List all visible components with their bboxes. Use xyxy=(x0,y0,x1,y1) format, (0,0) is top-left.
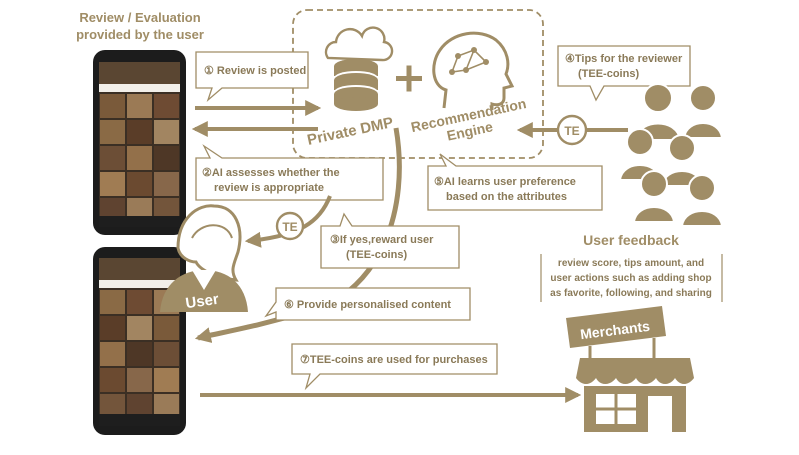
step-1-text: ① Review is posted xyxy=(204,65,306,77)
step-7-text: ⑦TEE-coins are used for purchases xyxy=(300,354,488,366)
tee-coin-icon: TE xyxy=(275,211,305,241)
callout-step-7: ⑦TEE-coins are used for purchases xyxy=(291,343,498,391)
user-label: User xyxy=(185,291,221,312)
callout-step-3: ③If yes,reward user (TEE-coins) xyxy=(320,212,460,269)
private-dmp-label: Private DMP xyxy=(306,114,395,149)
user-icon: User xyxy=(160,204,248,312)
user-feedback-title: User feedback xyxy=(583,232,679,248)
user-feedback-box: review score, tips amount, and user acti… xyxy=(540,254,723,302)
step-5-text-line-1: ⑤AI learns user preference xyxy=(434,176,576,188)
callout-step-2: ②AI assesses whether the review is appro… xyxy=(195,144,384,201)
coin-symbol-1: TE xyxy=(282,220,297,234)
phone-bottom xyxy=(93,247,186,435)
cloud-database-icon xyxy=(324,26,394,111)
feedback-line-3: as favorite, following, and sharing xyxy=(550,288,712,299)
step-2-text-line-1: ②AI assesses whether the xyxy=(202,167,340,179)
step-6-text: ⑥ Provide personalised content xyxy=(284,299,451,311)
feedback-line-1: review score, tips amount, and xyxy=(558,258,704,269)
callout-step-6: ⑥ Provide personalised content xyxy=(264,287,471,321)
coin-symbol-2: TE xyxy=(564,124,579,138)
step-4-text-line-1: ④Tips for the reviewer xyxy=(565,53,683,65)
step-5-text-line-2: based on the attributes xyxy=(446,191,567,203)
dmp-dashed-box xyxy=(292,9,544,159)
arrow-reward-user xyxy=(244,195,332,248)
step-4-text-line-2: (TEE-coins) xyxy=(578,68,639,80)
phone-top xyxy=(93,50,186,235)
tee-coin-icon-2: TE xyxy=(556,114,588,146)
header-line-2: provided by the user xyxy=(76,27,204,42)
feedback-line-2: user actions such as adding shop xyxy=(550,273,711,284)
callout-step-5: ⑤AI learns user preference based on the … xyxy=(427,153,603,211)
callout-step-1: ① Review is posted xyxy=(195,51,309,103)
step-2-text-line-2: review is appropriate xyxy=(214,182,324,194)
step-3-text-line-2: (TEE-coins) xyxy=(346,249,407,261)
plus-icon xyxy=(396,65,422,92)
header-line-1: Review / Evaluation xyxy=(79,10,200,25)
user-group-icon xyxy=(618,83,724,227)
step-3-text-line-1: ③If yes,reward user xyxy=(330,234,434,246)
brain-head-icon xyxy=(432,31,515,110)
merchant-store-icon: Merchants xyxy=(566,306,694,432)
callout-step-4: ④Tips for the reviewer (TEE-coins) xyxy=(557,45,691,102)
